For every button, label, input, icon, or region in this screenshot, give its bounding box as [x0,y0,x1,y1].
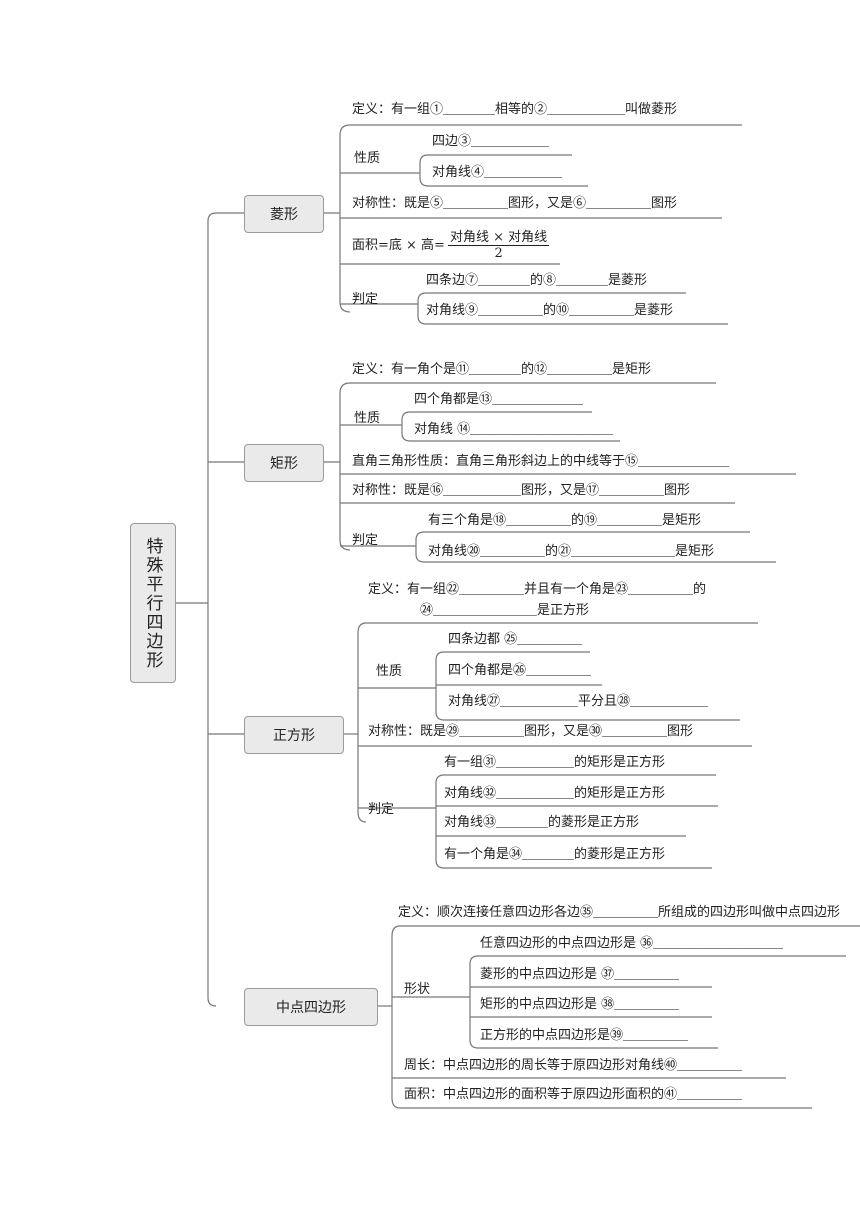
midpoint-perimeter: 周长：中点四边形的周长等于原四边形对角线㊵＿＿＿＿＿ [404,1058,743,1073]
rhombus-symmetry: 对称性：既是⑤＿＿＿＿＿图形，又是⑥＿＿＿＿＿图形 [352,196,678,211]
midpoint-shape-square: 正方形的中点四边形是㊴＿＿＿＿＿ [480,1028,689,1043]
midpoint-area: 面积：中点四边形的面积等于原四边形面积的㊶＿＿＿＿＿ [404,1087,743,1102]
square-property-angles: 四个角都是㉖＿＿＿＿＿ [448,663,592,678]
branch-midpoint-quadrilateral: 中点四边形 [244,988,378,1026]
rhombus-judge-diagonals: 对角线⑨＿＿＿＿＿的⑩＿＿＿＿＿是菱形 [426,303,674,318]
rhombus-property-diagonals: 对角线④＿＿＿＿＿＿ [432,165,563,180]
rhombus-property-sides: 四边③＿＿＿＿＿＿ [432,134,550,149]
rectangle-judge-diagonals: 对角线⑳＿＿＿＿＿的㉑＿＿＿＿＿＿＿＿是矩形 [428,544,715,559]
midpoint-shape-label: 形状 [404,982,431,997]
branch-square: 正方形 [244,716,344,754]
square-property-sides: 四条边都 ㉕＿＿＿＿＿ [448,632,583,647]
midpoint-definition: 定义：顺次连接任意四边形各边㉟＿＿＿＿＿所组成的四边形叫做中点四边形 [398,905,841,920]
branch-rhombus: 菱形 [244,195,324,233]
rectangle-definition: 定义：有一角个是⑪＿＿＿＿的⑫＿＿＿＿＿是矩形 [352,362,652,377]
midpoint-shape-rectangle: 矩形的中点四边形是 ㊳＿＿＿＿＿ [480,997,680,1012]
rectangle-judge-label: 判定 [352,533,379,548]
rhombus-definition: 定义：有一组①＿＿＿＿相等的②＿＿＿＿＿＿叫做菱形 [352,102,678,117]
square-judge-angle: 有一个角是㉞＿＿＿＿的菱形是正方形 [444,847,666,862]
rhombus-area-prefix: 面积=底 × 高= [352,238,445,253]
root-node: 特殊平行四边形 [130,523,176,683]
rhombus-area-numerator: 对角线 × 对角线 [448,230,550,246]
square-judge-sides: 有一组㉛＿＿＿＿＿＿的矩形是正方形 [444,755,666,770]
square-property-label: 性质 [376,664,403,679]
midpoint-shape-rhombus: 菱形的中点四边形是 ㊲＿＿＿＿＿ [480,967,680,982]
square-definition-line1: 定义：有一组㉒＿＿＿＿＿并且有一个角是㉓＿＿＿＿＿的 [368,582,707,597]
midpoint-shape-any: 任意四边形的中点四边形是 ㊱＿＿＿＿＿＿＿＿＿＿ [480,936,784,951]
rhombus-area-denominator: 2 [494,246,503,261]
rectangle-right-triangle: 直角三角形性质：直角三角形斜边上的中线等于⑮＿＿＿＿＿＿＿ [352,454,730,469]
rectangle-property-angles: 四个角都是⑬＿＿＿＿＿＿＿ [414,392,584,407]
square-symmetry: 对称性：既是㉙＿＿＿＿＿图形，又是㉚＿＿＿＿＿图形 [368,724,694,739]
rectangle-symmetry: 对称性：既是⑯＿＿＿＿＿＿图形，又是⑰＿＿＿＿＿图形 [352,483,691,498]
square-definition-line2: ㉔＿＿＿＿＿＿＿＿是正方形 [420,603,590,618]
square-judge-label: 判定 [368,802,395,817]
square-judge-diagonals-rhombus: 对角线㉝＿＿＿＿的菱形是正方形 [444,815,640,830]
rhombus-judge-sides: 四条边⑦＿＿＿＿的⑧＿＿＿＿是菱形 [426,273,648,288]
rectangle-property-label: 性质 [354,411,381,426]
rhombus-area-fraction: 对角线 × 对角线 2 [448,230,550,261]
square-judge-diagonals-rectangle: 对角线㉜＿＿＿＿＿＿的矩形是正方形 [444,786,666,801]
square-property-diagonals: 对角线㉗＿＿＿＿＿＿平分且㉘＿＿＿＿＿＿ [448,694,709,709]
rhombus-property-label: 性质 [354,151,381,166]
branch-rectangle: 矩形 [244,444,324,482]
rhombus-judge-label: 判定 [352,292,379,307]
rectangle-property-diagonals: 对角线 ⑭＿＿＿＿＿＿＿＿＿＿＿ [414,422,614,437]
rectangle-judge-angles: 有三个角是⑱＿＿＿＿＿的⑲＿＿＿＿＿是矩形 [428,513,702,528]
